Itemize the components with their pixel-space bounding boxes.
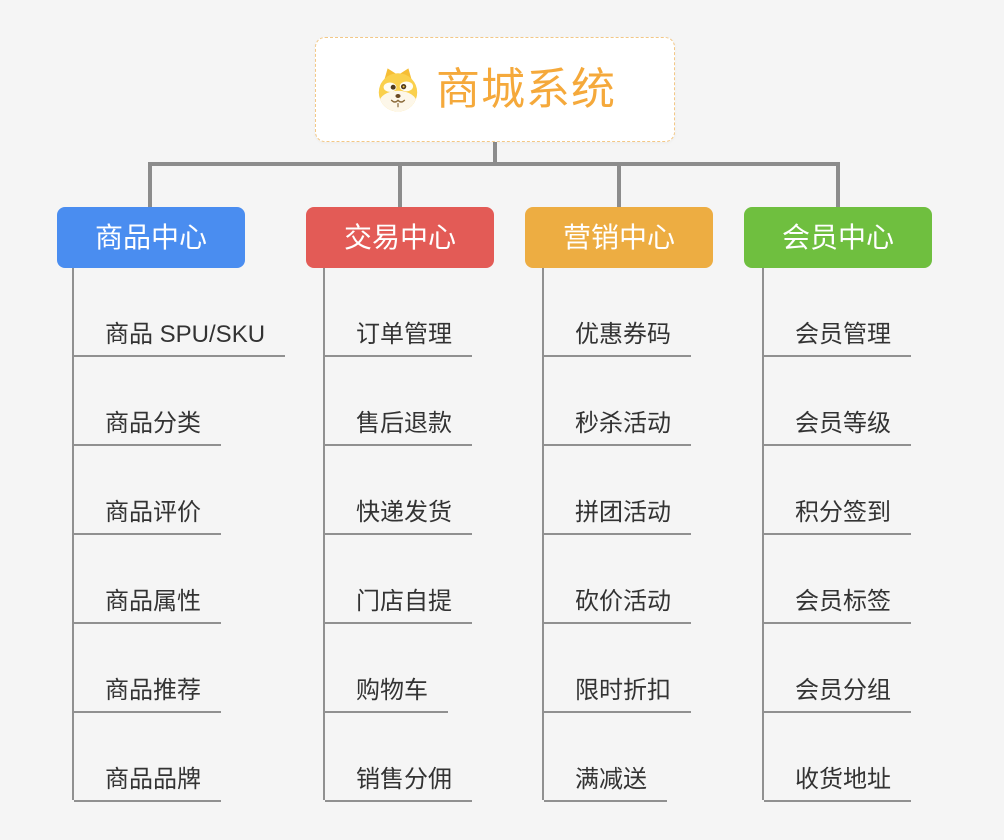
leaf-coupon-code[interactable]: 优惠券码	[544, 320, 691, 357]
leaf-product-recommend[interactable]: 商品推荐	[74, 676, 221, 713]
branch-children-trade-center: 订单管理 售后退款 快递发货 门店自提 购物车 销售分佣	[323, 268, 575, 802]
leaf-limited-time-discount[interactable]: 限时折扣	[544, 676, 691, 713]
branch-node-marketing-center[interactable]: 营销中心	[525, 207, 713, 268]
leaf-shopping-cart[interactable]: 购物车	[325, 676, 448, 713]
leaf-full-reduction[interactable]: 满减送	[544, 765, 667, 802]
branch-label-marketing-center: 营销中心	[562, 221, 675, 253]
branch-children-member-center: 会员管理 会员等级 积分签到 会员标签 会员分组 收货地址	[762, 268, 1004, 802]
branch-node-trade-center[interactable]: 交易中心	[306, 207, 494, 268]
shiba-dog-icon	[374, 66, 422, 114]
connector-drop-marketing-center	[617, 162, 621, 208]
leaf-after-sales-refund[interactable]: 售后退款	[325, 409, 472, 446]
branch-label-member-center: 会员中心	[781, 221, 894, 253]
leaf-express-delivery[interactable]: 快递发货	[325, 498, 472, 535]
leaf-product-attribute[interactable]: 商品属性	[74, 587, 221, 624]
leaf-member-level[interactable]: 会员等级	[764, 409, 911, 446]
branch-label-trade-center: 交易中心	[343, 221, 456, 253]
leaf-store-pickup[interactable]: 门店自提	[325, 587, 472, 624]
branch-children-marketing-center: 优惠券码 秒杀活动 拼团活动 砍价活动 限时折扣 满减送	[542, 268, 794, 802]
leaf-sales-commission[interactable]: 销售分佣	[325, 765, 472, 802]
leaf-member-groups[interactable]: 会员分组	[764, 676, 911, 713]
connector-drop-member-center	[836, 162, 840, 208]
connector-root-stem	[493, 141, 497, 166]
leaf-member-management[interactable]: 会员管理	[764, 320, 911, 357]
leaf-points-checkin[interactable]: 积分签到	[764, 498, 911, 535]
leaf-product-review[interactable]: 商品评价	[74, 498, 221, 535]
leaf-product-brand[interactable]: 商品品牌	[74, 765, 221, 802]
root-node[interactable]: 商城系统	[315, 37, 675, 142]
leaf-bargain-activity[interactable]: 砍价活动	[544, 587, 691, 624]
leaf-product-spu-sku[interactable]: 商品 SPU/SKU	[74, 320, 286, 357]
leaf-flash-sale[interactable]: 秒杀活动	[544, 409, 691, 446]
leaf-shipping-address[interactable]: 收货地址	[764, 765, 911, 802]
leaf-group-buying[interactable]: 拼团活动	[544, 498, 691, 535]
leaf-member-tags[interactable]: 会员标签	[764, 587, 911, 624]
branch-label-product-center: 商品中心	[94, 221, 207, 253]
connector-drop-trade-center	[398, 162, 402, 208]
root-title: 商城系统	[436, 64, 616, 114]
leaf-order-management[interactable]: 订单管理	[325, 320, 472, 357]
branch-node-product-center[interactable]: 商品中心	[57, 207, 245, 268]
branch-children-product-center: 商品 SPU/SKU 商品分类 商品评价 商品属性 商品推荐 商品品牌	[72, 268, 324, 802]
branch-node-member-center[interactable]: 会员中心	[744, 207, 932, 268]
connector-drop-product-center	[148, 162, 152, 208]
leaf-product-category[interactable]: 商品分类	[74, 409, 221, 446]
connector-bus	[148, 162, 840, 166]
